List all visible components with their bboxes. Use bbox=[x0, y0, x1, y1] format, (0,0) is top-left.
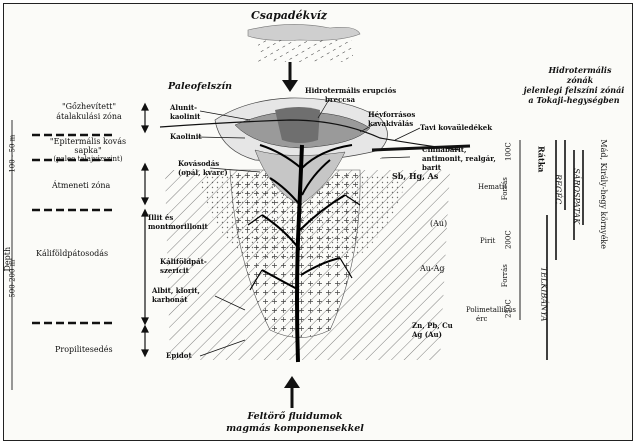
element-znpb-1: Zn, Pb, Cu bbox=[412, 322, 453, 329]
zone-transition: Átmeneti zóna bbox=[52, 182, 110, 190]
mineral-illite-2: montmorillonit bbox=[148, 223, 208, 230]
depth-lower: 500-200 m bbox=[9, 260, 16, 298]
feature-hotspring-2: kavakiválás bbox=[368, 120, 413, 127]
mineral-pyrite: Pirit bbox=[480, 238, 495, 245]
mineral-polymetallic-2: érc bbox=[476, 316, 487, 323]
locality-sarospatak: SÁROSPATAK bbox=[572, 168, 580, 224]
feature-breccia-1: Hidrotermális erupciós bbox=[305, 87, 396, 94]
rising-fluids-label: Feltörő fluidumok bbox=[220, 412, 370, 422]
rainwater-label: Csapadékvíz bbox=[251, 10, 327, 22]
legend-title-1: Hidrotermális bbox=[530, 66, 630, 74]
mineral-albite-1: Albit, klorit, bbox=[152, 287, 200, 294]
paleo-surface-label: Paleofelszín bbox=[168, 82, 232, 92]
zone-propylitic: Propilitesedés bbox=[55, 346, 113, 354]
temp-boiling-1: Forrás bbox=[502, 177, 509, 200]
zone-steamed-1: "Gőzhevített" bbox=[44, 103, 134, 111]
mineral-silica-2: (opál, kvarc) bbox=[178, 169, 228, 176]
temp-250: 250C bbox=[506, 299, 513, 318]
mineral-kaolinite: Kaolinit bbox=[170, 133, 202, 140]
mineral-alunite-2: kaolinit bbox=[170, 113, 200, 120]
element-znpb-2: Ag (Au) bbox=[412, 331, 442, 338]
mineral-alunite-1: Alunit- bbox=[170, 104, 197, 111]
locality-regec: REGÉC bbox=[553, 174, 561, 204]
locality-telkibanya: TELKIBÁNYA bbox=[539, 267, 547, 322]
temp-100: 100C bbox=[506, 142, 513, 161]
zone-kfeldspar: Káliföldpátosodás bbox=[36, 250, 108, 258]
feature-hotspring-1: Hévforrásos bbox=[368, 111, 415, 118]
mineral-epidote: Epidot bbox=[166, 352, 192, 359]
mineral-illite-1: Illit és bbox=[148, 214, 173, 221]
feature-breccia-2: breccsa bbox=[325, 96, 355, 103]
mineral-kspar-1: Káliföldpát- bbox=[160, 258, 207, 265]
temp-boiling-2: Forrás bbox=[502, 264, 509, 287]
element-auag: Au-Ag bbox=[420, 265, 445, 273]
temp-200: 200C bbox=[506, 230, 513, 249]
element-au: (Au) bbox=[430, 220, 447, 228]
zone-steamed-2: átalakulási zóna bbox=[44, 113, 134, 121]
depth-upper: 100 - 50 m bbox=[9, 135, 16, 173]
rain-streaks bbox=[258, 40, 353, 62]
mineral-albite-2: karbonát bbox=[152, 296, 188, 303]
mineral-silica-1: Kovásodás bbox=[178, 160, 219, 167]
locality-mad: Mád, Király-hegy környéke bbox=[599, 139, 607, 249]
legend-title-2: zónák bbox=[530, 76, 630, 84]
mineral-kspar-2: szericit bbox=[160, 267, 189, 274]
feature-cinnabar-2: antimonit, realgár, bbox=[422, 155, 496, 162]
zone-sinter-3: (paleo talajvízszint) bbox=[38, 156, 138, 163]
cloud-shape bbox=[248, 24, 360, 40]
locality-ratka: Rátka bbox=[537, 146, 545, 172]
breccia-body bbox=[275, 107, 320, 143]
feature-cinnabar-1: Cinnabarit, bbox=[422, 146, 466, 153]
legend-title-3: jelenlegi felszíni zónái bbox=[518, 86, 630, 94]
element-sbhgas: Sb, Hg, As bbox=[392, 172, 438, 180]
magmatic-components-label: magmás komponensekkel bbox=[210, 424, 380, 434]
feature-lake: Tavi kovaüledékek bbox=[420, 124, 492, 131]
legend-title-4: a Tokaji-hegységben bbox=[518, 96, 630, 104]
